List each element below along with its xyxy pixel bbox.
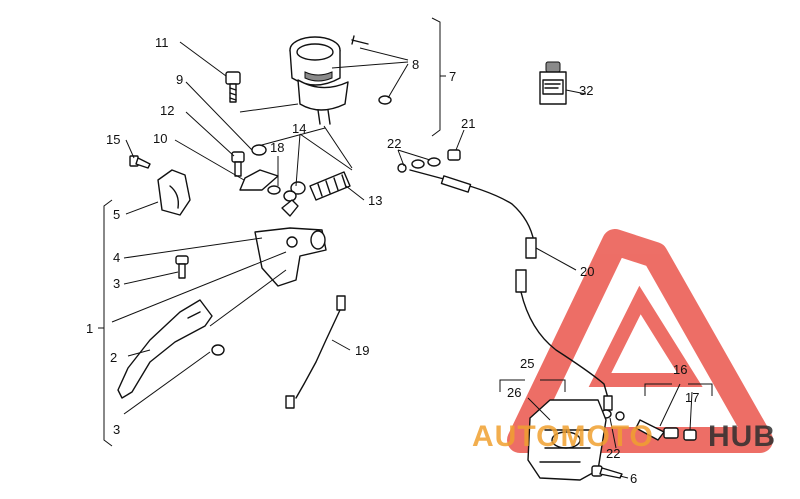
callout-18: 18 [270, 140, 284, 155]
callout-14: 14 [292, 121, 306, 136]
hose-13 [309, 171, 351, 201]
callout-2: 2 [110, 350, 117, 365]
callout-8: 8 [412, 57, 419, 72]
callout-7: 7 [449, 69, 456, 84]
switch-cable [285, 295, 346, 409]
bolt-6 [591, 465, 623, 479]
lever-nut [211, 344, 225, 356]
callout-26: 26 [507, 385, 521, 400]
callout-22a: 22 [387, 136, 401, 151]
callout-11: 11 [155, 35, 169, 50]
watermark-triangle-inner [588, 285, 703, 387]
callout-32: 32 [579, 83, 593, 98]
callout-12: 12 [160, 103, 174, 118]
callout-4: 4 [113, 250, 120, 265]
callout-5: 5 [113, 207, 120, 222]
watermark-brand-right: HUB [708, 420, 776, 453]
watermark-triangle-outer [507, 229, 773, 453]
watermark-brand-left: AUTOMOTO [472, 420, 654, 453]
callout-9: 9 [176, 72, 183, 87]
callout-21: 21 [461, 116, 475, 131]
callout-3b: 3 [113, 422, 120, 437]
screw-11 [225, 71, 241, 103]
clutch-lever [117, 299, 213, 399]
callout-20: 20 [580, 264, 594, 279]
fitting-parts [231, 144, 306, 202]
master-cylinder [254, 199, 327, 287]
clutch-fluid-reservoir [289, 35, 392, 125]
lever-pivot-bolt [175, 255, 189, 279]
watermark-wordmark: AUTOMOTO HUB [472, 420, 776, 453]
hydraulic-hose [409, 169, 613, 411]
brake-fluid-bottle [539, 61, 567, 105]
callout-numbers: 1 2 3 3 4 5 6 7 8 9 10 11 12 13 14 15 16… [86, 35, 699, 486]
callout-22b: 22 [606, 446, 620, 461]
watermark-logo [507, 229, 773, 453]
screw-15 [129, 155, 151, 169]
callout-6: 6 [630, 471, 637, 486]
leader-lines [111, 41, 693, 479]
callout-16: 16 [673, 362, 687, 377]
callout-3a: 3 [113, 276, 120, 291]
handlebar-clamp [157, 169, 191, 216]
callout-17: 17 [685, 390, 699, 405]
callout-19: 19 [355, 343, 369, 358]
callout-13: 13 [368, 193, 382, 208]
callout-15: 15 [106, 132, 120, 147]
group-brackets [98, 17, 713, 447]
callout-10: 10 [153, 131, 167, 146]
callout-25: 25 [520, 356, 534, 371]
callout-1: 1 [86, 321, 93, 336]
